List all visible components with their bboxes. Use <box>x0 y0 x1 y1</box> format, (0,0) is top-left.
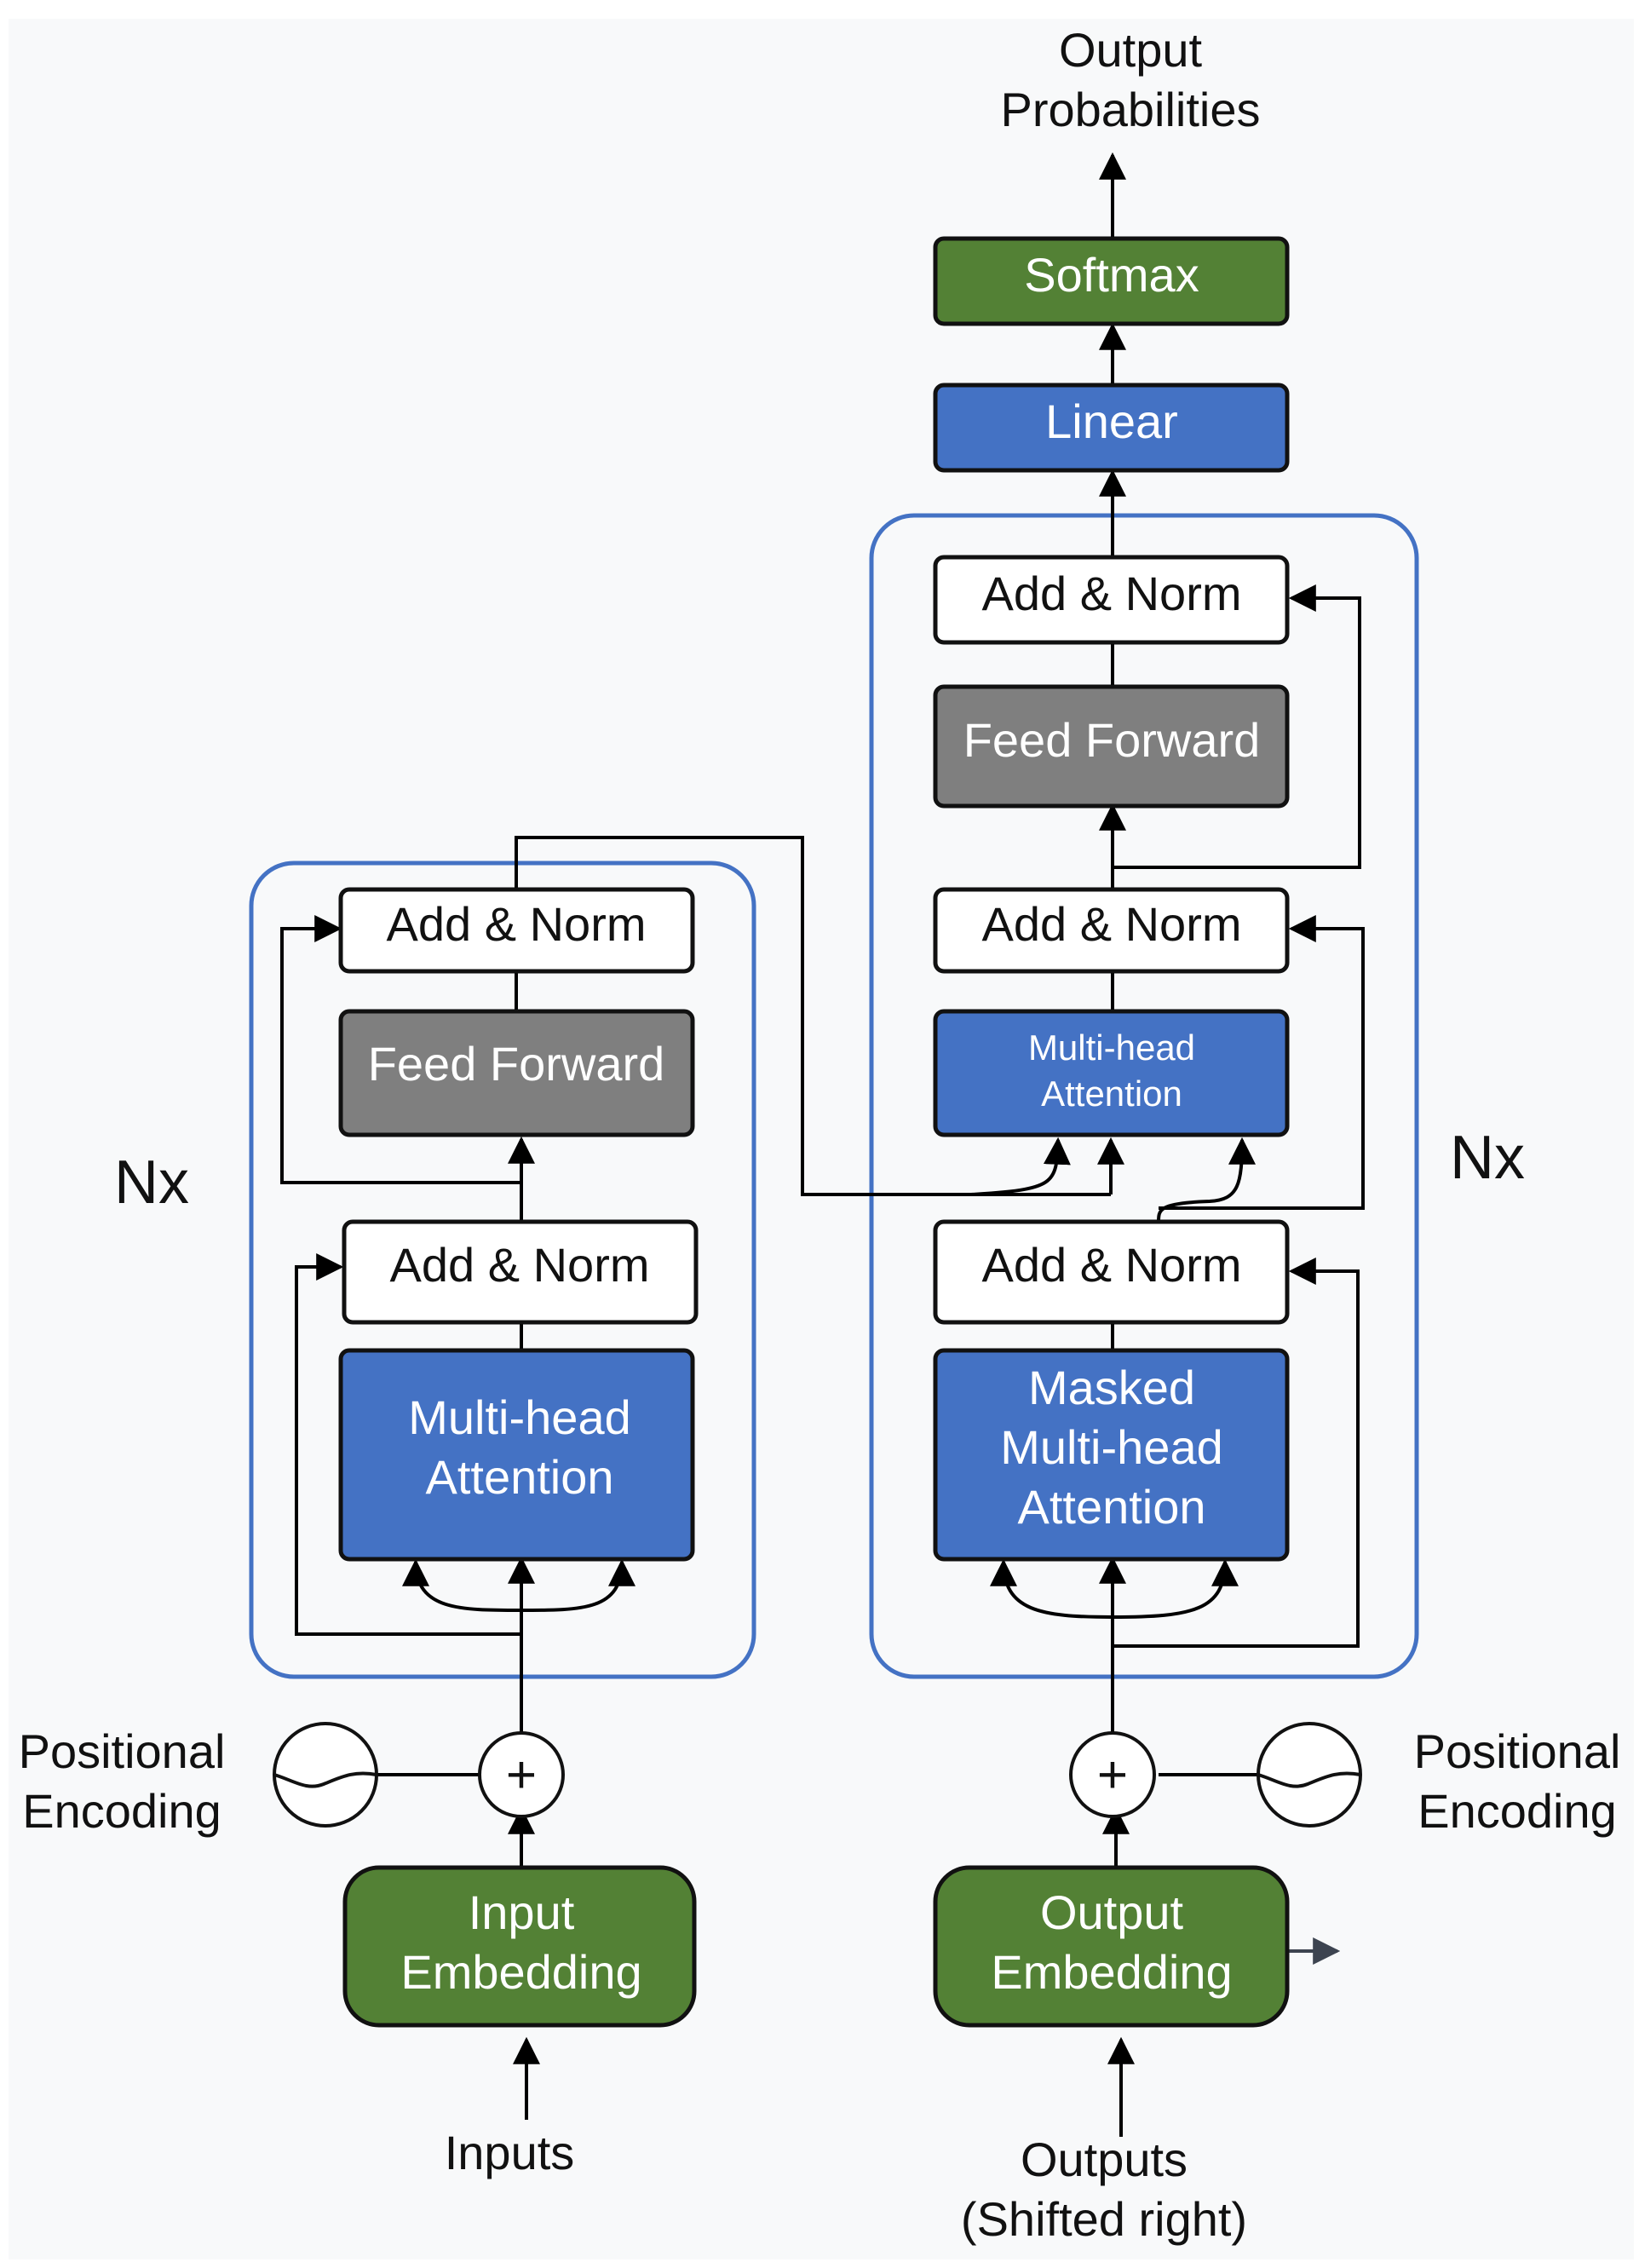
encoder-attention-key-arrow <box>402 1558 522 1612</box>
decoder-residual-1-arrow <box>1113 1258 1360 1648</box>
decoder-cross-attention-line2: Attention <box>1041 1074 1182 1114</box>
decoder-nx-frame <box>869 513 1419 1679</box>
decoder-positional-line1: Positional <box>1414 1724 1621 1778</box>
inputs-label: Inputs <box>445 2126 575 2179</box>
nx-left-label: Nx <box>114 1148 189 1217</box>
encoder-plus-symbol: + <box>506 1746 537 1805</box>
output-probabilities-line1: Output <box>1059 23 1203 77</box>
decoder-add-norm-bottom <box>933 1219 1290 1325</box>
output-probabilities-line2: Probabilities <box>1000 83 1260 136</box>
linear-label: Linear <box>1045 394 1178 448</box>
connectors <box>280 152 1365 2137</box>
decoder-positional-line2: Encoding <box>1418 1784 1617 1838</box>
outputs-label-line1: Outputs <box>1021 2133 1188 2186</box>
decoder-addnorm-to-cross-query <box>1157 1137 1256 1223</box>
encoder-attention-box <box>338 1348 695 1562</box>
masked-attention-key-arrow <box>990 1558 1113 1619</box>
encoder-output-to-decoder <box>515 836 971 1196</box>
input-embedding-box <box>342 1865 697 2028</box>
encoder-positional-line1: Positional <box>19 1724 226 1778</box>
decoder-add-norm-middle <box>933 887 1290 974</box>
encoder-add-norm-bottom <box>342 1219 699 1325</box>
decoder-plus-circle <box>1069 1731 1156 1818</box>
masked-attention-value-arrow <box>1112 1558 1239 1619</box>
encoder-feed-forward-label: Feed Forward <box>368 1037 665 1091</box>
encoder-plus-circle <box>478 1731 565 1818</box>
encoder-add-norm-top-label: Add & Norm <box>387 897 647 951</box>
cross-attention-key-arrow <box>970 1137 1071 1196</box>
encoder-attention-value-arrow <box>520 1558 635 1612</box>
encoder-attention-line2: Attention <box>425 1450 613 1504</box>
encoder-nx-frame <box>249 861 756 1679</box>
decoder-positional-encoding-icon <box>1257 1722 1362 1828</box>
linear-box <box>933 383 1290 473</box>
decoder-cross-attention-line1: Multi-head <box>1028 1028 1195 1068</box>
decoder-masked-line1: Masked <box>1028 1361 1195 1414</box>
decoder-add-norm-top <box>933 555 1290 645</box>
decoder-masked-line3: Attention <box>1017 1480 1205 1534</box>
softmax-box <box>933 236 1290 326</box>
encoder-attention-line1: Multi-head <box>408 1390 630 1444</box>
outputs-label-line2: (Shifted right) <box>961 2192 1247 2246</box>
decoder-feed-forward-box <box>933 684 1290 809</box>
encoder-residual-1-arrow <box>295 1253 521 1636</box>
encoder-add-norm-bottom-label: Add & Norm <box>390 1238 650 1292</box>
encoder-add-norm-top <box>338 887 695 974</box>
output-embedding-line1: Output <box>1040 1885 1184 1939</box>
decoder-add-norm-bottom-label: Add & Norm <box>982 1238 1242 1292</box>
input-embedding-line2: Embedding <box>400 1945 641 1999</box>
encoder-residual-2-arrow <box>280 915 521 1184</box>
decoder-cross-attention-box <box>933 1009 1290 1137</box>
encoder-positional-line2: Encoding <box>22 1784 221 1838</box>
encoder-positional-encoding-icon <box>273 1722 378 1828</box>
decoder-residual-3-arrow <box>1113 584 1361 869</box>
decoder-masked-attention-box <box>933 1348 1290 1562</box>
encoder-feed-forward-box <box>338 1009 695 1137</box>
output-embedding-box <box>933 1865 1290 2028</box>
decoder-feed-forward-label: Feed Forward <box>963 713 1261 767</box>
decoder-add-norm-top-label: Add & Norm <box>982 567 1242 620</box>
input-embedding-line1: Input <box>469 1885 575 1939</box>
decoder-plus-symbol: + <box>1097 1746 1128 1805</box>
decoder-add-norm-middle-label: Add & Norm <box>982 897 1242 951</box>
softmax-label: Softmax <box>1024 248 1199 302</box>
nx-right-label: Nx <box>1450 1124 1525 1192</box>
decoder-masked-line2: Multi-head <box>1000 1420 1222 1474</box>
decoder-residual-2-arrow <box>1159 915 1365 1210</box>
output-embedding-line2: Embedding <box>991 1945 1232 1999</box>
